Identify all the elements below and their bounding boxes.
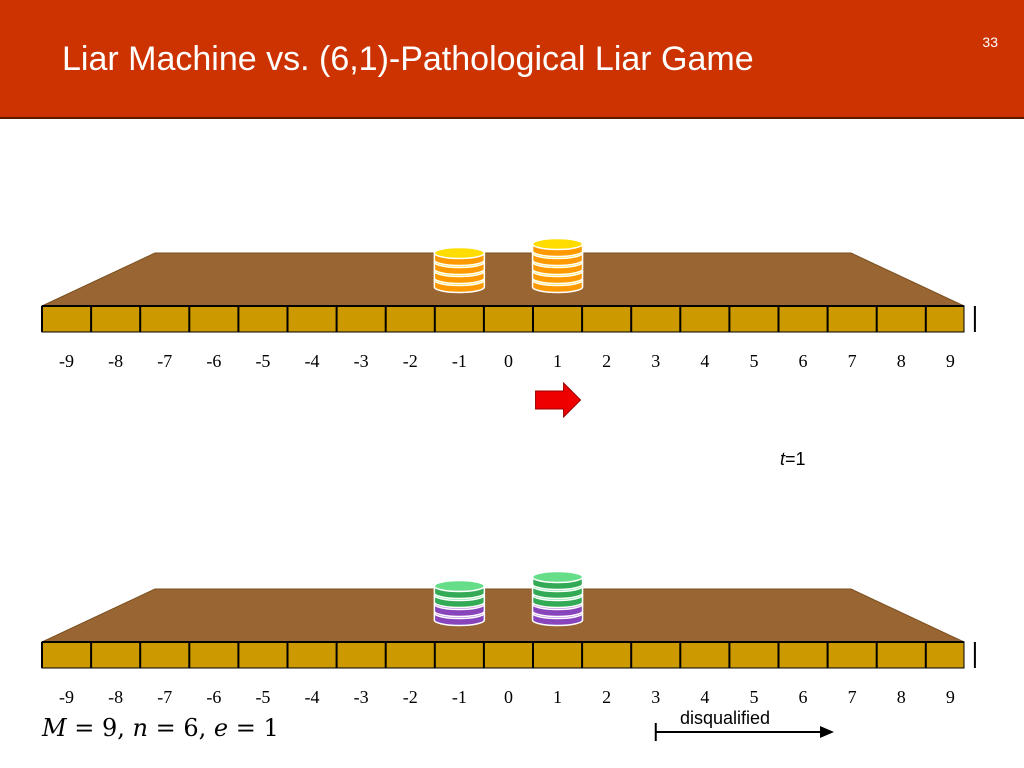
- position-label: -7: [157, 687, 173, 707]
- time-label: t=1: [780, 449, 806, 470]
- position-label: 4: [700, 687, 710, 707]
- position-label: 6: [798, 351, 808, 371]
- position-label: 8: [896, 687, 906, 707]
- position-label: -1: [451, 687, 467, 707]
- position-label: -8: [108, 351, 124, 371]
- position-label: 4: [700, 351, 710, 371]
- position-label: -2: [402, 351, 418, 371]
- position-label: 9: [945, 687, 955, 707]
- position-label: 7: [847, 351, 857, 371]
- position-label: -6: [206, 351, 222, 371]
- position-label: 8: [896, 351, 906, 371]
- position-label: 6: [798, 687, 808, 707]
- game-parameters: M = 9, n = 6, e = 1: [42, 714, 279, 742]
- position-label: -9: [59, 687, 75, 707]
- param-n-value: = 6,: [155, 714, 207, 742]
- green-chip-top: [531, 570, 584, 584]
- move-right-arrow-icon: [535, 381, 582, 419]
- position-label: -9: [59, 351, 75, 371]
- position-label: -8: [108, 687, 124, 707]
- position-label: -6: [206, 687, 222, 707]
- time-variable: t: [780, 449, 786, 469]
- position-label: 0: [503, 687, 513, 707]
- position-label: -3: [353, 687, 369, 707]
- slide-number: 33: [982, 34, 998, 50]
- position-label: 2: [602, 687, 612, 707]
- param-e-symbol: e: [213, 714, 229, 742]
- title-bar: Liar Machine vs. (6,1)-Pathological Liar…: [0, 0, 1024, 119]
- position-label: 1: [553, 351, 563, 371]
- param-n-symbol: n: [132, 714, 148, 742]
- position-label: 1: [553, 687, 563, 707]
- position-label: 5: [749, 687, 759, 707]
- yellow-chip-top: [531, 237, 584, 251]
- bottom-board-surface: [41, 588, 965, 643]
- top-board-surface: [41, 252, 965, 307]
- time-value: =1: [785, 449, 806, 469]
- position-label: 5: [749, 351, 759, 371]
- yellow-chip-top: [433, 246, 486, 260]
- position-label: 9: [945, 351, 955, 371]
- param-e-value: = 1: [235, 714, 279, 742]
- disqualified-arrowhead-icon: [820, 726, 834, 738]
- param-m-symbol: M: [42, 714, 67, 742]
- position-label: -7: [157, 351, 173, 371]
- position-label: -2: [402, 687, 418, 707]
- param-m-value: = 9,: [74, 714, 125, 742]
- bottom-track: [41, 641, 965, 669]
- position-label: -4: [304, 351, 320, 371]
- position-label: -1: [451, 351, 467, 371]
- position-label: 2: [602, 351, 612, 371]
- position-label: -4: [304, 687, 320, 707]
- disqualified-label: disqualified: [680, 708, 771, 728]
- slide-title: Liar Machine vs. (6,1)-Pathological Liar…: [62, 40, 754, 78]
- green-chip-top: [433, 579, 486, 593]
- top-track: [41, 305, 965, 333]
- position-label: -5: [255, 687, 271, 707]
- position-label: 0: [503, 351, 513, 371]
- position-label: 7: [847, 687, 857, 707]
- position-label: 3: [651, 351, 661, 371]
- position-label: 3: [651, 687, 661, 707]
- position-label: -3: [353, 351, 369, 371]
- position-label: -5: [255, 351, 271, 371]
